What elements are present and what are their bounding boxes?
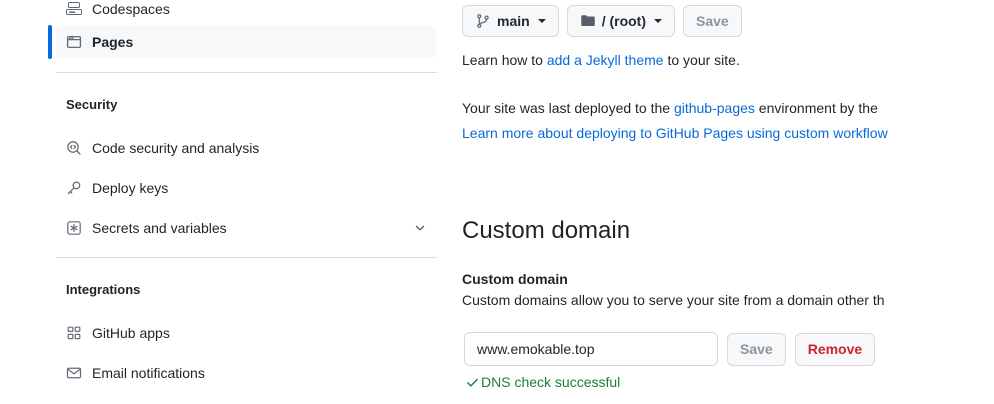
sidebar-item-secrets-and-variables[interactable]: Secrets and variables <box>56 212 436 244</box>
codespaces-icon <box>66 1 82 17</box>
github-pages-environment-link[interactable]: github-pages <box>673 100 755 116</box>
custom-domain-field-label: Custom domain <box>462 271 568 287</box>
sidebar-group-heading-integrations: Integrations <box>66 282 141 297</box>
custom-domain-description: Custom domains allow you to serve your s… <box>462 292 885 308</box>
add-jekyll-theme-link[interactable]: add a Jekyll theme <box>546 52 664 68</box>
pages-settings-main: main / (root) Save Learn how to add a Je… <box>462 0 994 404</box>
apps-grid-icon <box>66 325 82 341</box>
source-toolbar: main / (root) Save <box>462 5 994 37</box>
sidebar-item-deploy-keys[interactable]: Deploy keys <box>56 172 436 204</box>
custom-workflow-docs-link[interactable]: Learn more about deploying to GitHub Pag… <box>462 125 888 141</box>
asterisk-key-icon <box>66 220 82 236</box>
theme-hint-prefix: Learn how to <box>462 52 547 68</box>
custom-domain-section-title: Custom domain <box>462 217 631 244</box>
branch-selector-label: main <box>497 13 530 29</box>
custom-domain-save-button[interactable]: Save <box>727 332 786 366</box>
folder-selector-label: / (root) <box>601 13 647 29</box>
sidebar-item-github-apps[interactable]: GitHub apps <box>56 317 436 349</box>
git-branch-icon <box>475 13 491 29</box>
sidebar-divider-1 <box>56 72 437 73</box>
sidebar-item-label: Email notifications <box>92 365 205 381</box>
sidebar-divider-2 <box>56 257 437 258</box>
sidebar-item-pages[interactable]: Pages <box>48 25 436 59</box>
dns-check-status: DNS check successful <box>464 374 620 390</box>
custom-domain-remove-button[interactable]: Remove <box>794 332 876 366</box>
sidebar-item-email-notifications[interactable]: Email notifications <box>56 357 436 389</box>
sidebar-item-label: Secrets and variables <box>92 220 227 236</box>
key-icon <box>66 180 82 196</box>
deploy-suffix: environment by the <box>754 100 878 116</box>
custom-domain-input[interactable] <box>464 332 718 366</box>
sidebar-item-codespaces[interactable]: Codespaces <box>56 0 436 25</box>
sidebar-item-label: Code security and analysis <box>92 140 260 156</box>
sidebar-item-label: Deploy keys <box>92 180 169 196</box>
sidebar-item-label: Codespaces <box>92 1 170 17</box>
settings-sidebar: Codespaces Pages Security <box>0 0 438 404</box>
sidebar-item-code-security-and-analysis[interactable]: Code security and analysis <box>56 132 436 164</box>
code-scan-icon <box>66 140 82 156</box>
folder-selector-button[interactable]: / (root) <box>566 5 676 37</box>
custom-domain-row: Save Remove <box>464 332 876 366</box>
chevron-down-icon <box>654 19 663 23</box>
jekyll-theme-hint: Learn how to add a Jekyll theme to your … <box>462 50 994 71</box>
mail-icon <box>66 365 82 381</box>
chevron-down-icon <box>537 19 546 23</box>
sidebar-item-label: Pages <box>92 34 134 50</box>
deployment-info-line-1: Your site was last deployed to the githu… <box>462 98 994 119</box>
source-save-button[interactable]: Save <box>683 5 742 37</box>
folder-icon <box>580 13 596 29</box>
sidebar-group-heading-security: Security <box>66 97 118 112</box>
theme-hint-suffix: to your site. <box>663 52 740 68</box>
dns-check-label: DNS check successful <box>481 374 621 390</box>
sidebar-item-label: GitHub apps <box>92 325 170 341</box>
deployment-info-line-2: Learn more about deploying to GitHub Pag… <box>462 123 994 144</box>
browser-window-icon <box>66 34 82 50</box>
deployment-info: Your site was last deployed to the githu… <box>462 98 994 144</box>
branch-selector-button[interactable]: main <box>462 5 559 37</box>
chevron-down-icon[interactable] <box>412 220 428 236</box>
check-icon <box>464 374 480 390</box>
deploy-prefix: Your site was last deployed to the <box>462 100 674 116</box>
